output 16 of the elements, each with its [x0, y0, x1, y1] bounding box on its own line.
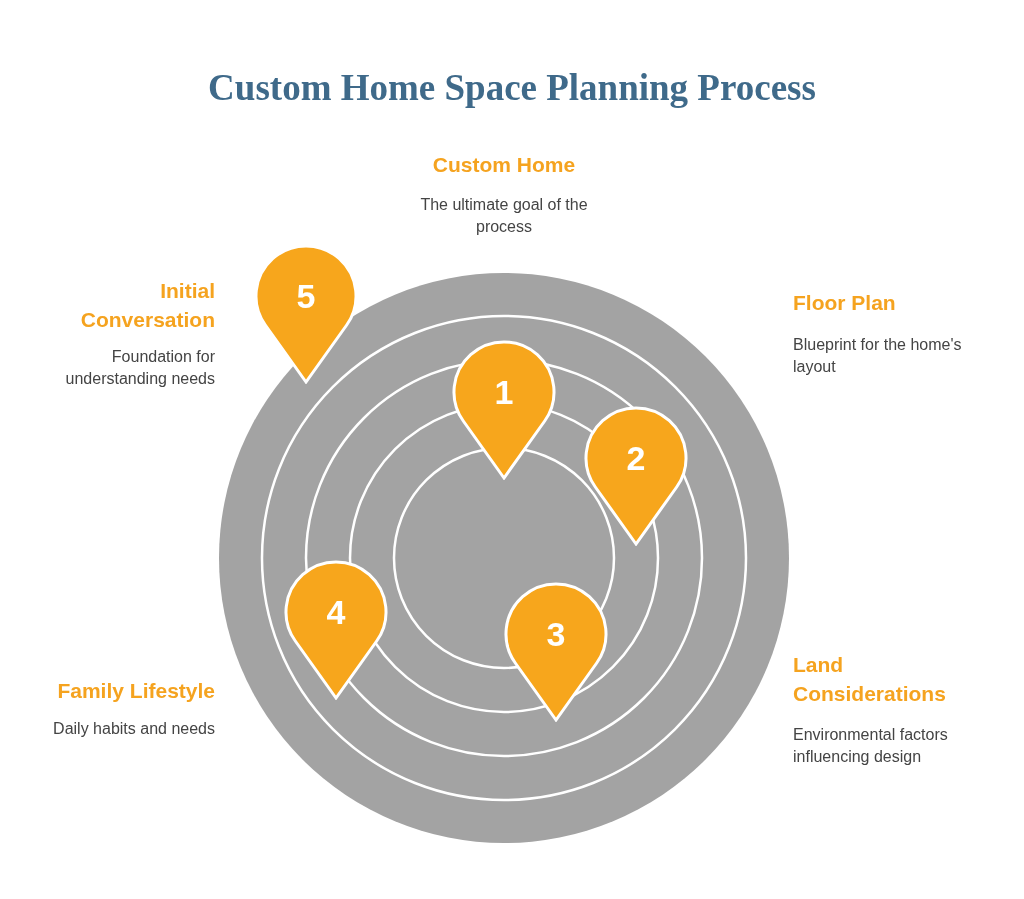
step-heading: Family Lifestyle	[56, 678, 215, 704]
step-number: 1	[493, 372, 515, 412]
step-heading: Land Considerations	[793, 652, 947, 707]
step-number: 4	[325, 592, 347, 632]
title: Custom Home Space Planning Process	[207, 66, 817, 110]
step-number: 3	[545, 614, 567, 654]
step-description: Environmental factors influencing design	[793, 725, 949, 767]
step-description: The ultimate goal of the process	[419, 195, 589, 237]
step-description: Foundation for understanding needs	[64, 347, 215, 389]
step-heading: Custom Home	[431, 152, 577, 178]
step-heading: Initial Conversation	[79, 278, 215, 333]
step-description: Daily habits and needs	[52, 719, 215, 739]
step-number: 2	[625, 438, 647, 478]
step-heading: Floor Plan	[793, 290, 897, 316]
step-number: 5	[295, 276, 317, 316]
step-description: Blueprint for the home's layout	[793, 335, 963, 377]
